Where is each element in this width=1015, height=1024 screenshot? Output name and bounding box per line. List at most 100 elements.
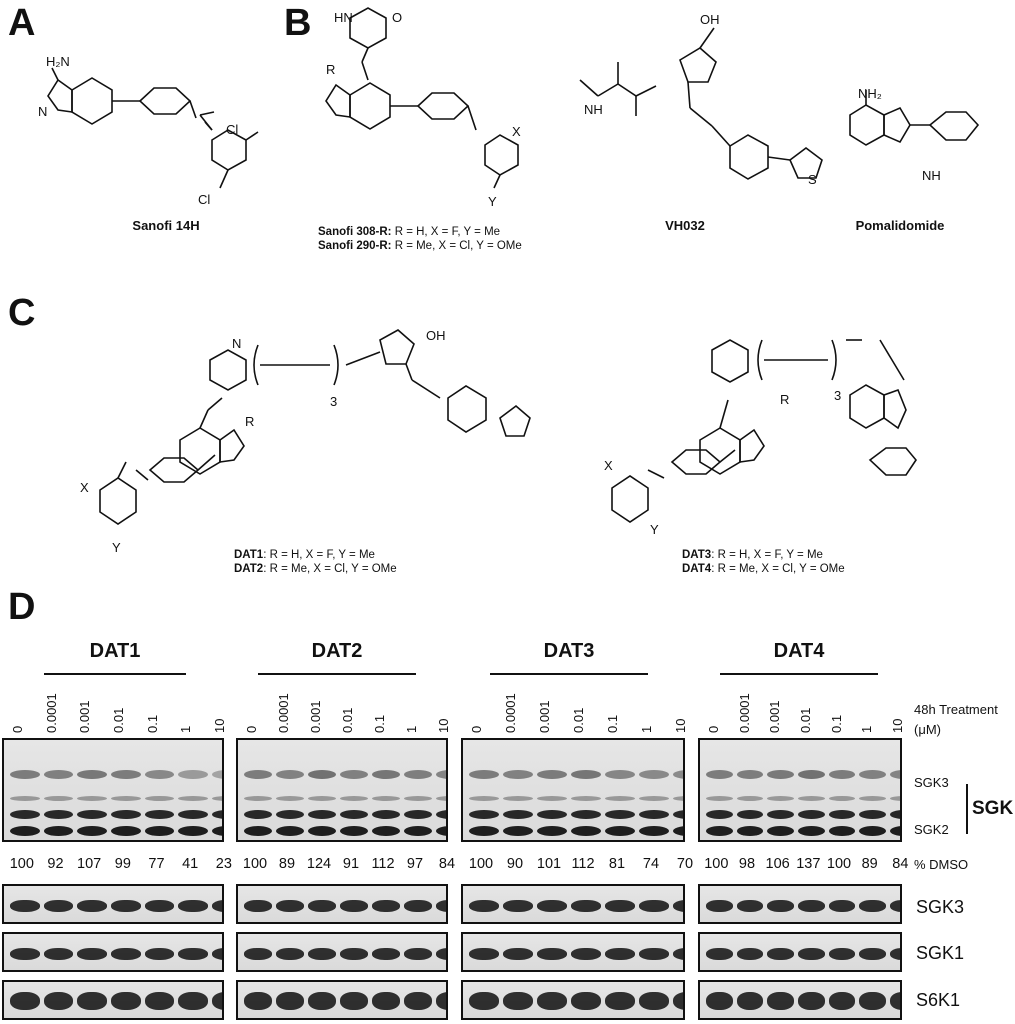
pct-dmso-value: 100	[9, 856, 34, 872]
blot-band	[404, 770, 432, 779]
blot-band	[244, 810, 272, 819]
row-label-sgk1: SGK1	[916, 943, 965, 963]
structure-sanofi14h	[47, 67, 259, 189]
concentration-label: 0.01	[111, 707, 126, 733]
blot-band	[798, 992, 825, 1010]
blot-band	[890, 810, 900, 819]
atom-y-c3: Y	[650, 522, 659, 537]
blot-band	[503, 992, 533, 1010]
blot-band	[244, 826, 272, 836]
sgk3-band-label: SGK3	[914, 775, 949, 790]
blot-band	[276, 810, 304, 819]
drug-underline	[490, 673, 648, 675]
atom-y-b: Y	[488, 194, 497, 209]
pct-dmso-value: 100	[468, 856, 494, 872]
sgk-bracket	[966, 784, 968, 834]
blot-band	[798, 770, 825, 779]
blot-band	[828, 900, 856, 912]
blot-band	[537, 948, 567, 960]
structure-pomalidomide	[849, 90, 980, 146]
atom-y-c1: Y	[112, 540, 121, 555]
blot-band	[77, 770, 107, 779]
pct-dmso-value: 124	[306, 856, 332, 872]
blot-s6k1-dat1	[2, 980, 224, 1020]
pct-dmso-value: 112	[571, 856, 595, 872]
blot-band	[736, 948, 764, 960]
pct-dmso-value: 137	[796, 856, 821, 872]
blot-band	[276, 796, 304, 801]
drug-underline	[258, 673, 416, 675]
blot-band	[340, 992, 368, 1010]
blot-band	[372, 948, 400, 960]
blot-s6k1-dat3	[461, 980, 685, 1020]
pct-dmso-value: 99	[114, 856, 131, 872]
atom-h2n: H₂N	[46, 54, 70, 69]
blot-band	[469, 770, 499, 779]
blot-band	[706, 770, 733, 779]
atom-nh-pom: NH	[922, 168, 941, 183]
blot-band	[706, 826, 733, 836]
blot-band	[144, 900, 175, 912]
concentration-label: 0.0001	[276, 693, 291, 733]
pct-dmso-value: 100	[704, 856, 729, 872]
blot-band	[706, 900, 733, 912]
blot-band	[372, 900, 400, 912]
blot-band	[436, 810, 446, 819]
blot-band	[340, 948, 368, 960]
blot-band	[212, 796, 222, 801]
blot-sgk-dat4	[698, 738, 902, 842]
atom-r-c1: R	[245, 414, 254, 429]
blot-band	[503, 810, 533, 819]
blot-band	[10, 826, 40, 836]
blot-band	[859, 992, 886, 1010]
caption-pomalidomide: Pomalidomide	[855, 218, 945, 233]
atom-n-c1: N	[232, 336, 241, 351]
blot-band	[736, 796, 764, 801]
panel-c-label: C	[8, 292, 36, 334]
blot-band	[308, 826, 336, 836]
blot-band	[212, 810, 222, 819]
caption-dat2: DAT2: R = Me, X = Cl, Y = OMe	[234, 563, 397, 575]
row-label-s6k1: S6K1	[916, 990, 961, 1010]
blot-band	[706, 948, 733, 960]
concentration-label: 0.0001	[503, 693, 518, 733]
blot-band	[890, 992, 900, 1010]
blot-band	[706, 992, 733, 1010]
concentration-label: 0.1	[828, 714, 844, 733]
blot-band	[276, 826, 304, 836]
blot-band	[178, 826, 208, 836]
pct-dmso-value: 101	[536, 856, 562, 872]
panel-a-label: A	[8, 2, 36, 44]
blot-band	[372, 770, 400, 779]
blot-band	[244, 992, 272, 1010]
blot-band	[859, 810, 886, 819]
blot-band	[308, 948, 336, 960]
blot-band	[503, 796, 533, 801]
blot-band	[828, 992, 856, 1010]
blot-band	[537, 826, 567, 836]
blot-sgk-dat3	[461, 738, 685, 842]
blot-band	[111, 948, 141, 960]
blot-band	[372, 810, 400, 819]
atom-x-c3: X	[604, 458, 613, 473]
structure-dat3-dat4	[611, 339, 917, 523]
atom-oh-c1: OH	[426, 328, 446, 343]
blot-band	[244, 770, 272, 779]
blot-band	[537, 992, 567, 1010]
pct-dmso-value: 84	[438, 856, 456, 872]
drug-underline	[720, 673, 878, 675]
atom-nh-vh: NH	[584, 102, 603, 117]
blot-band	[144, 810, 175, 819]
structure-vh032	[579, 27, 823, 180]
blot-band	[276, 900, 304, 912]
concentration-label: 0	[469, 725, 484, 733]
blot-band	[736, 770, 764, 779]
blot-band	[571, 900, 601, 912]
blot-s6k1-dat2	[236, 980, 448, 1020]
blot-band	[436, 770, 446, 779]
blot-band	[571, 826, 601, 836]
blot-band	[767, 948, 794, 960]
blot-band	[673, 770, 683, 779]
blot-band	[436, 948, 446, 960]
blot-band	[43, 810, 74, 819]
